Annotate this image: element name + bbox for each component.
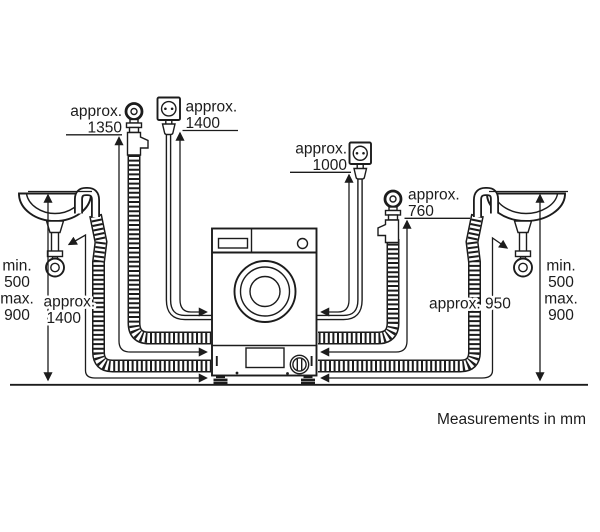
svg-text:min.: min. (2, 258, 31, 275)
right-sink-drainpipe (518, 232, 528, 251)
machine-knob (296, 237, 309, 250)
plug-prongs-middle (356, 164, 364, 169)
plug-left (161, 123, 176, 136)
svg-text:900: 900 (548, 307, 574, 324)
label-socket-left-value: 1400 (186, 115, 221, 132)
tap-left-body (126, 131, 149, 156)
right-sink (486, 192, 566, 278)
power-socket-left (156, 96, 181, 136)
left-sink-pedestal (45, 220, 65, 234)
machine-control-panel (212, 228, 317, 254)
right-sink-basin-inner (493, 193, 559, 215)
svg-text:500: 500 (4, 274, 30, 291)
label-socket-middle-value: 1000 (313, 157, 348, 174)
left-sink-trap (45, 257, 65, 278)
svg-text:900: 900 (4, 307, 30, 324)
screw-right (286, 372, 289, 375)
power-socket-middle (348, 141, 372, 180)
label-drain-right: approx. 950 (429, 296, 511, 313)
left-sink-drainpipe (50, 232, 60, 251)
label-height-right: min. 500 max. 900 (544, 258, 578, 325)
left-sink-flange (46, 250, 64, 258)
dimension-labels: approx. 1350 approx. 1400 approx. 1000 a… (0, 99, 586, 429)
service-flap (245, 347, 285, 369)
label-height-left: min. 500 max. 900 (0, 258, 34, 325)
right-sink-trap (513, 257, 533, 278)
water-tap-right (377, 189, 403, 244)
supply-hose-right (318, 239, 393, 338)
screw-left (235, 371, 239, 375)
water-tap-left (124, 102, 149, 156)
power-cable-left (169, 134, 213, 318)
dim-cable-right (320, 173, 354, 317)
right-sink-flange (514, 250, 532, 258)
label-socket-middle-word: approx. (295, 141, 347, 158)
washing-machine (211, 227, 318, 385)
label-tap-left-word: approx. (70, 103, 122, 120)
machine-feet (213, 375, 315, 385)
hose-connection-marks (215, 356, 313, 366)
dim-drain-left (67, 233, 208, 383)
machine-service-panel (212, 344, 317, 375)
right-sink-pedestal (513, 220, 533, 234)
machine-door (233, 260, 297, 323)
plug-middle (353, 167, 368, 180)
label-tap-right-word: approx. (408, 187, 460, 204)
dim-drain-right (320, 236, 509, 383)
label-drain-left-word: approx. (44, 294, 96, 311)
svg-text:max.: max. (544, 291, 578, 308)
machine-display (217, 237, 249, 249)
dim-cable-left (175, 131, 208, 317)
label-drain-left-value: 1400 (47, 310, 82, 327)
tap-right-body (377, 219, 400, 244)
svg-text:500: 500 (548, 274, 574, 291)
svg-text:min.: min. (546, 258, 575, 275)
power-cable-right (317, 176, 360, 318)
footer-note: Measurements in mm (437, 411, 586, 428)
dimension-lines (28, 129, 568, 383)
svg-text:max.: max. (0, 291, 34, 308)
label-tap-left-value: 1350 (88, 120, 123, 137)
right-sink-trap-inner (518, 262, 528, 273)
label-tap-right-value: 760 (408, 203, 434, 220)
label-socket-left-word: approx. (186, 99, 238, 116)
